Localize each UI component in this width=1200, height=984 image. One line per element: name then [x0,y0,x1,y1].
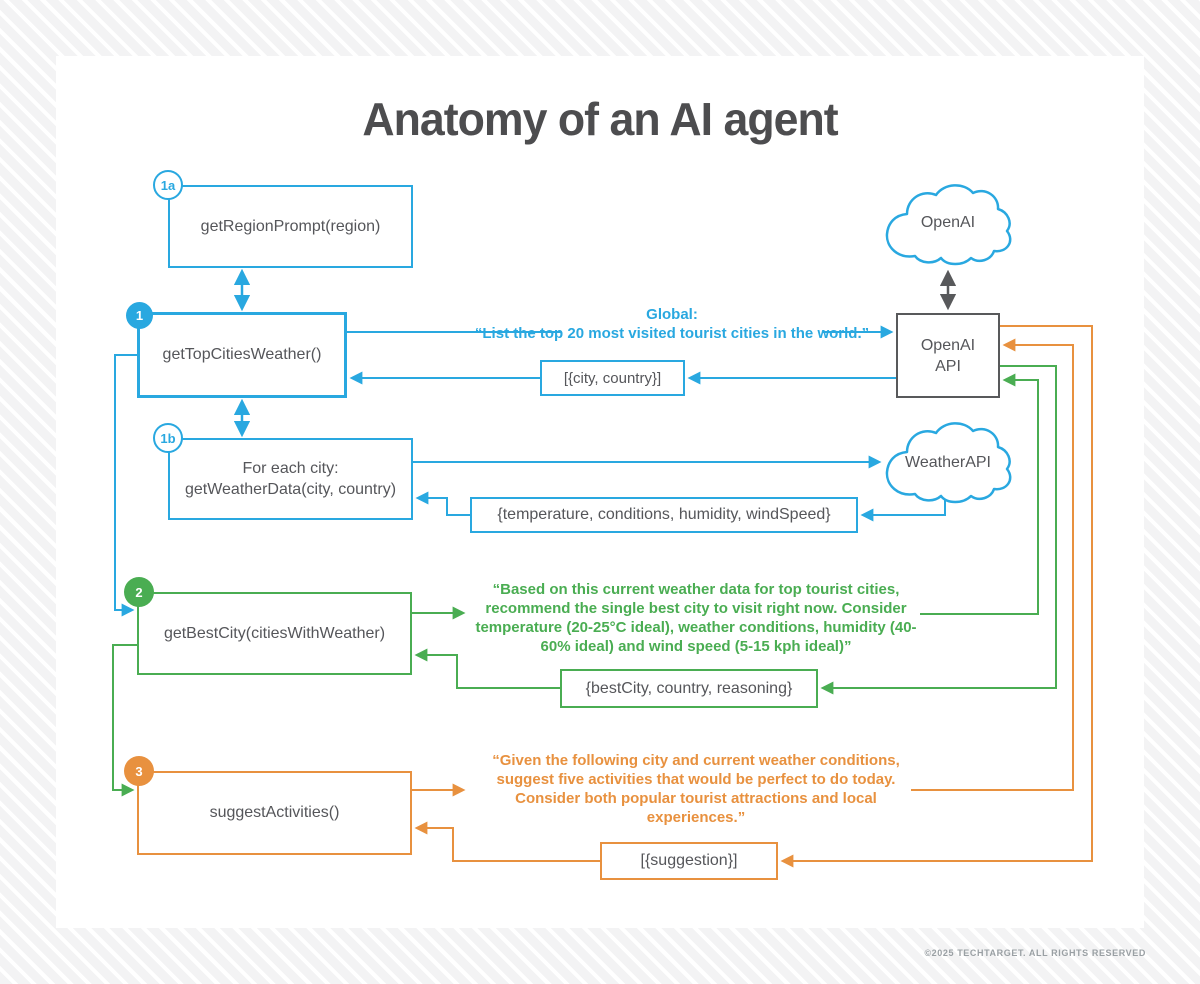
connector-activities-prompt-to-openai-api [911,338,1074,791]
openai-cloud-shape [885,184,1012,266]
node-label: [{city, country}] [563,369,662,387]
node-label: getTopCitiesWeather() [162,346,322,363]
global-prompt-quote: “List the top 20 most visited tourist ci… [474,325,870,342]
node-label-line2: getWeatherData(city, country) [184,481,397,498]
global-prompt-text: Global: “List the top 20 most visited to… [469,305,875,343]
connector-temperature-to-box1b [415,491,470,516]
activities-prompt-text: “Given the following city and current we… [492,752,900,826]
node-label: suggestActivities() [209,804,340,821]
node-label: [{suggestion}] [640,852,738,869]
weatherapi-cloud-label: WeatherAPI [905,454,991,471]
step-badge-2: 2 [124,577,154,607]
copyright-notice: ©2025 TECHTARGET. ALL RIGHTS RESERVED [924,948,1146,958]
step-badge-1b: 1b [153,423,183,453]
connector-openai-api-to-suggestion-response [780,325,1093,868]
connector-box2-to-box3 [112,644,137,797]
diagram-canvas: Anatomy of an AI agent [56,56,1144,928]
node-weather-data-result: {temperature, conditions, humidity, wind… [470,497,858,533]
page-title: Anatomy of an AI agent [362,93,838,145]
step-badge-1a: 1a [153,170,183,200]
node-city-country-result: [{city, country}] [540,360,685,396]
connector-bestcity-prompt-to-openai-api [920,373,1039,615]
connector-box1-to-box2 [114,354,137,617]
node-bestcity-result: {bestCity, country, reasoning} [560,669,818,708]
openai-cloud-label: OpenAI [920,214,976,231]
node-label: getBestCity(citiesWithWeather) [163,624,386,642]
node-get-best-city: getBestCity(citiesWithWeather) [137,592,412,675]
connector-suggestion-response-to-box3 [414,821,600,862]
node-label: getRegionPrompt(region) [200,217,381,235]
connector-bestcity-response-to-box2 [414,648,560,689]
weatherapi-cloud-shape [885,422,1012,504]
step-badge-1: 1 [126,302,153,329]
node-get-region-prompt: getRegionPrompt(region) [168,185,413,268]
node-get-top-cities-weather: getTopCitiesWeather() [137,312,347,398]
step-badge-3: 3 [124,756,154,786]
global-prompt-label: Global: [646,306,698,323]
connector-weatherapi-to-temperature [860,500,946,522]
node-label-line2: API [935,357,961,375]
node-openai-api: OpenAI API [896,313,1000,398]
node-suggest-activities: suggestActivities() [137,771,412,855]
node-get-weather-data: For each city: getWeatherData(city, coun… [168,438,413,520]
node-label: {bestCity, country, reasoning} [585,679,793,697]
node-label: {temperature, conditions, humidity, wind… [497,506,831,523]
node-label-line1: OpenAI [920,336,976,354]
node-suggestion-result: [{suggestion}] [600,842,778,880]
bestcity-prompt-text: “Based on this current weather data for … [475,581,917,655]
connector-openai-api-to-bestcity-response [820,365,1057,695]
connector-layer [112,184,1093,868]
node-label-line1: For each city: [242,460,339,477]
